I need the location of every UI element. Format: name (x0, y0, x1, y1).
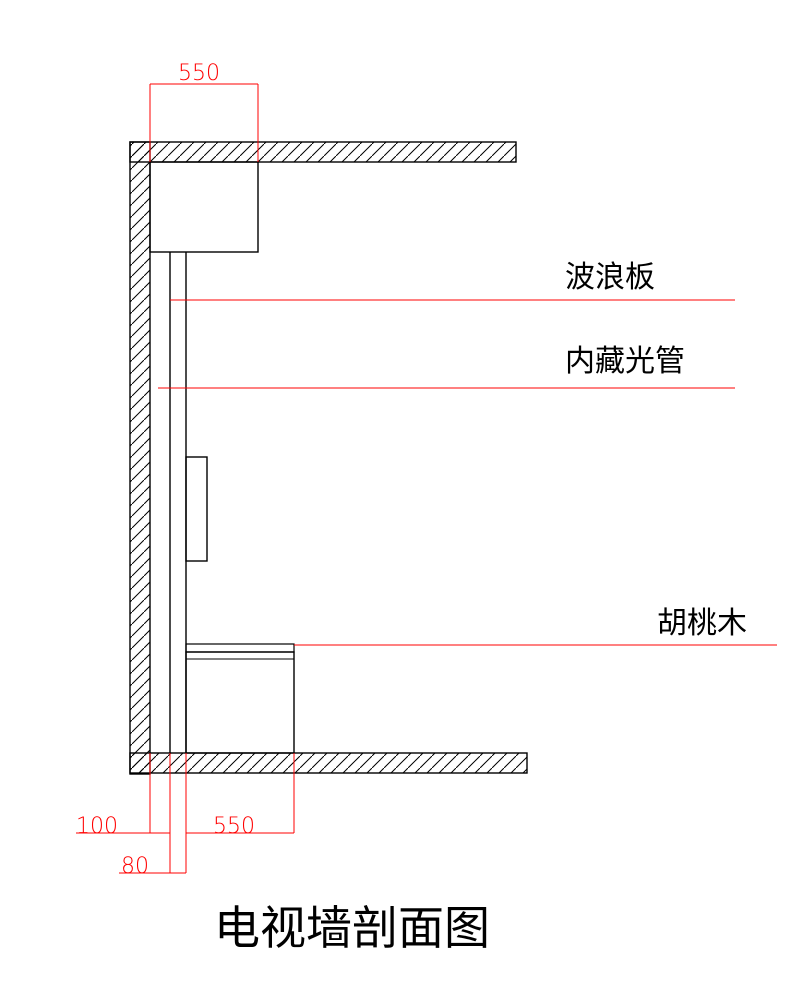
left-wall (129, 141, 151, 775)
left-gap-dimension: 100 (76, 814, 118, 839)
wave-board-label: 波浪板 (565, 260, 655, 295)
hidden-tube-label: 内藏光管 (565, 344, 685, 379)
panel-thickness-dimension: 80 (121, 854, 149, 879)
top-cabinet (149, 161, 259, 253)
top-depth-dimension: 550 (178, 61, 220, 86)
tv-bracket (185, 456, 208, 562)
walnut-label: 胡桃木 (657, 606, 747, 641)
bottom-cabinet (185, 651, 295, 754)
drawing-title: 电视墙剖面图 (214, 901, 490, 955)
bottom-cabinet-top (185, 643, 295, 653)
bottom-slab (129, 752, 528, 774)
bottom-depth-dimension: 550 (213, 814, 255, 839)
top-slab (129, 141, 517, 163)
